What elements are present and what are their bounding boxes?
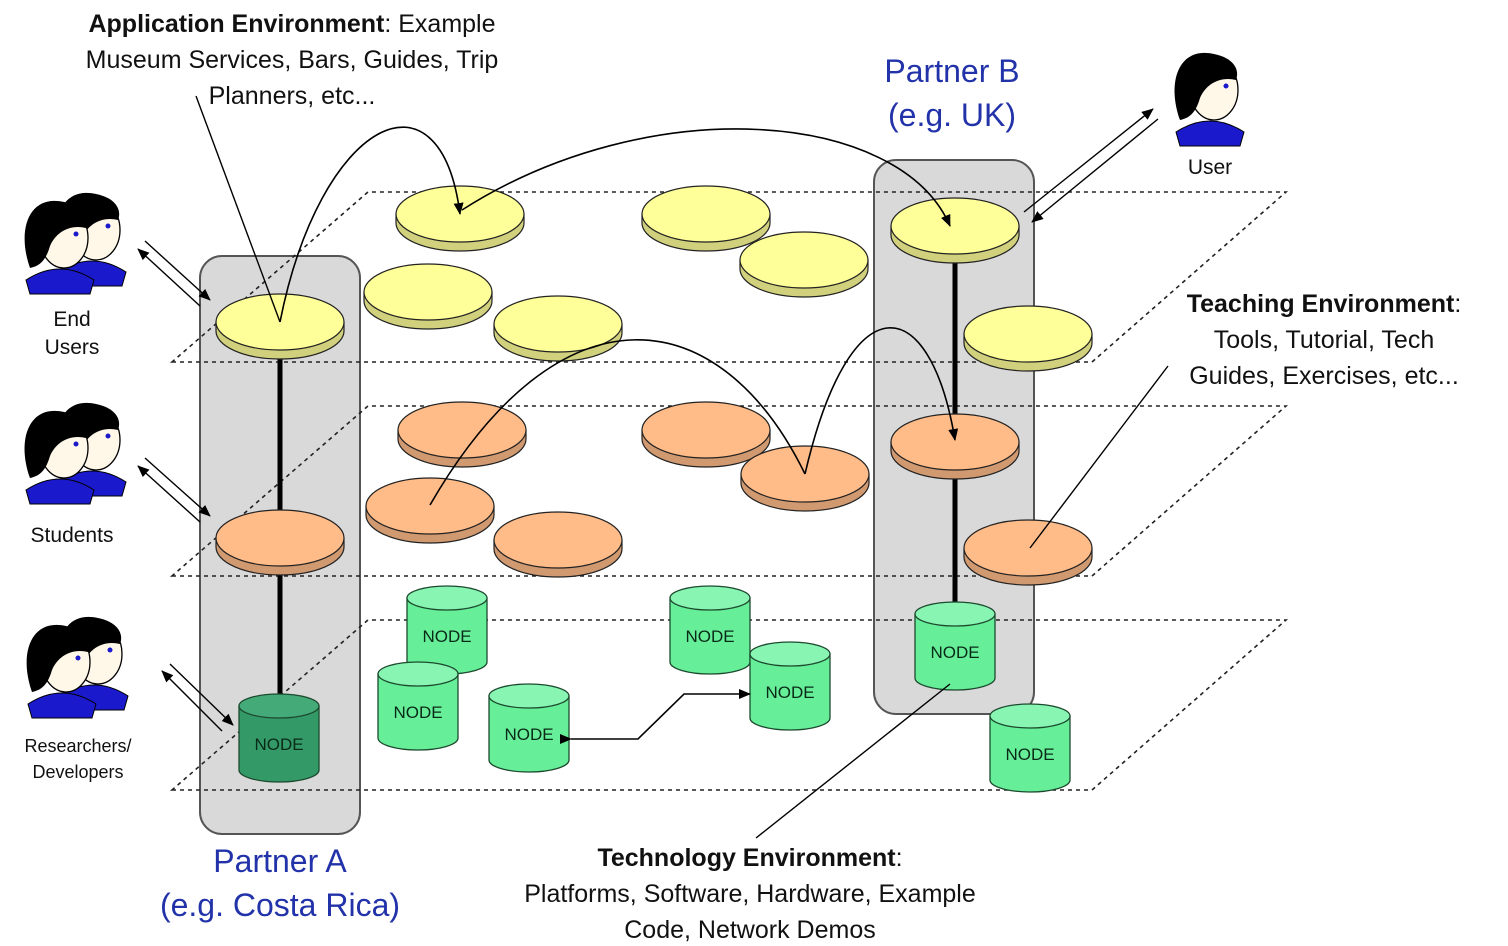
partner-b-teach-disc <box>890 413 1020 480</box>
app-disc <box>739 231 869 298</box>
technology-title: Technology Environment <box>597 844 896 872</box>
researchers-icon <box>26 616 129 719</box>
app-disc <box>493 295 623 362</box>
students-label: Students <box>31 524 114 547</box>
teach-disc <box>365 477 495 544</box>
node: NODE <box>989 703 1071 793</box>
application-annotation-line2: Museum Services, Bars, Guides, Trip <box>86 46 499 74</box>
application-annotation-line1: Application Environment: Example <box>88 10 495 38</box>
partner-a-app-disc <box>215 293 345 360</box>
node: NODE <box>669 585 751 675</box>
partner-a-teach-disc <box>215 509 345 576</box>
teach-disc <box>397 401 527 468</box>
leader-lines <box>195 95 1169 839</box>
user-label: User <box>1188 156 1232 179</box>
partner-a-label-line1: Partner A <box>213 843 347 879</box>
partner-b-label-line2: (e.g. UK) <box>888 97 1016 133</box>
teaching-annotation-line1: Teaching Environment: <box>1187 290 1462 318</box>
partner-links <box>277 234 958 718</box>
end-users-label-line2: Users <box>45 336 100 359</box>
application-leader <box>195 95 281 323</box>
teaching-title: Teaching Environment <box>1187 290 1455 318</box>
node-link <box>560 689 751 744</box>
user-icon <box>1174 52 1245 147</box>
researchers-label-line1: Researchers/ <box>24 736 131 756</box>
application-plane <box>169 191 1289 363</box>
students-icon <box>24 402 127 505</box>
app-disc <box>363 263 493 330</box>
node: NODE <box>749 641 831 731</box>
teach-disc <box>641 401 771 468</box>
technology-annotation-line1: Technology Environment: <box>597 844 902 872</box>
researchers-label-line2: Developers <box>32 762 123 782</box>
partner-a-node: NODE <box>238 693 320 783</box>
technology-plane <box>169 619 1289 791</box>
technology-annotation-line2: Platforms, Software, Hardware, Example <box>524 880 976 908</box>
layer-planes <box>169 191 1289 791</box>
partner-b-node: NODE <box>914 601 996 691</box>
node: NODE <box>488 683 570 773</box>
node-label: NODE <box>1005 745 1054 764</box>
partner-b-label-line1: Partner B <box>884 53 1019 89</box>
node-label: NODE <box>504 725 553 744</box>
node-label: NODE <box>765 683 814 702</box>
teaching-plane <box>169 405 1289 577</box>
app-link-to-partner-b <box>461 128 951 227</box>
partner-b-app-disc <box>890 197 1020 264</box>
cross-links <box>279 126 959 744</box>
teach-link-to-partner-b <box>804 327 959 475</box>
teach-disc <box>740 445 870 512</box>
teaching-annotation-line2: Tools, Tutorial, Tech <box>1214 326 1434 354</box>
application-title-rest: : Example <box>384 10 495 38</box>
teaching-annotation-line3: Guides, Exercises, etc... <box>1189 362 1459 390</box>
teaching-title-rest: : <box>1454 290 1461 318</box>
teach-link-orange-to-orange <box>429 339 806 506</box>
app-disc <box>963 305 1093 372</box>
technology-annotation-line3: Code, Network Demos <box>624 916 875 944</box>
teach-disc <box>493 511 623 578</box>
application-title: Application Environment <box>88 10 385 38</box>
teach-disc <box>963 519 1093 586</box>
node-label: NODE <box>422 627 471 646</box>
end-users-label-line1: End <box>53 308 90 331</box>
node-label: NODE <box>393 703 442 722</box>
node: NODE <box>406 585 488 675</box>
node-label: NODE <box>254 735 303 754</box>
node-label: NODE <box>685 627 734 646</box>
app-disc <box>395 185 525 252</box>
node-label: NODE <box>930 643 979 662</box>
teaching-leader <box>1029 365 1169 549</box>
technology-leader <box>755 683 951 839</box>
technology-title-rest: : <box>896 844 903 872</box>
app-disc <box>641 185 771 252</box>
application-annotation-line3: Planners, etc... <box>209 82 376 110</box>
end-users-icon <box>24 192 127 295</box>
node: NODE <box>377 661 459 751</box>
app-link-a-to-yellow <box>279 126 464 323</box>
user-arrows <box>137 108 1159 732</box>
partner-a-label-line2: (e.g. Costa Rica) <box>160 887 400 923</box>
